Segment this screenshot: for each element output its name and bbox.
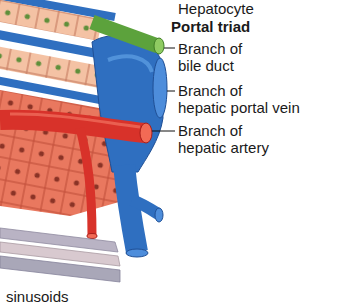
part-label-holder: Branch of bile duct: [178, 40, 242, 74]
vein-cross-section: [153, 58, 167, 118]
hepatic-artery-branch: [80, 128, 92, 235]
artery-cross-section: [87, 234, 97, 239]
artery-highlight: [10, 114, 140, 127]
hepatocyte-cord: [0, 56, 105, 78]
portal-vein: [92, 35, 163, 172]
hepatocyte-cord: [0, 9, 100, 30]
leader-line: [167, 91, 175, 92]
part-label: Branch of bile duct: [178, 40, 242, 74]
group-heading-holder: Portal triad: [171, 18, 250, 35]
hepatic-artery: [0, 120, 145, 133]
bile-duct-cross-section: [154, 38, 164, 54]
portal-vein-branch: [132, 200, 158, 214]
vein-cross-section: [126, 249, 148, 257]
vein-cross-section: [155, 208, 163, 222]
vein-highlight: [108, 56, 152, 72]
part-label-holder: Hepatocyte: [178, 0, 254, 17]
bile-duct: [92, 22, 158, 46]
part-label: Branch of hepatic portal vein: [178, 82, 300, 116]
leader-line: [164, 48, 175, 49]
part-label: sinusoids: [6, 288, 69, 305]
group-heading: Portal triad: [171, 18, 250, 35]
leader-line: [152, 131, 175, 132]
artery-cross-section: [140, 123, 152, 143]
part-label: Branch of hepatic artery: [178, 122, 269, 156]
portal-vein: [124, 165, 137, 252]
part-label-holder: sinusoids: [6, 288, 69, 305]
part-label-holder: Branch of hepatic portal vein: [178, 82, 300, 116]
part-label: Hepatocyte: [178, 0, 254, 17]
sinusoid-layer: [0, 256, 120, 282]
part-label-holder: Branch of hepatic artery: [178, 122, 269, 156]
